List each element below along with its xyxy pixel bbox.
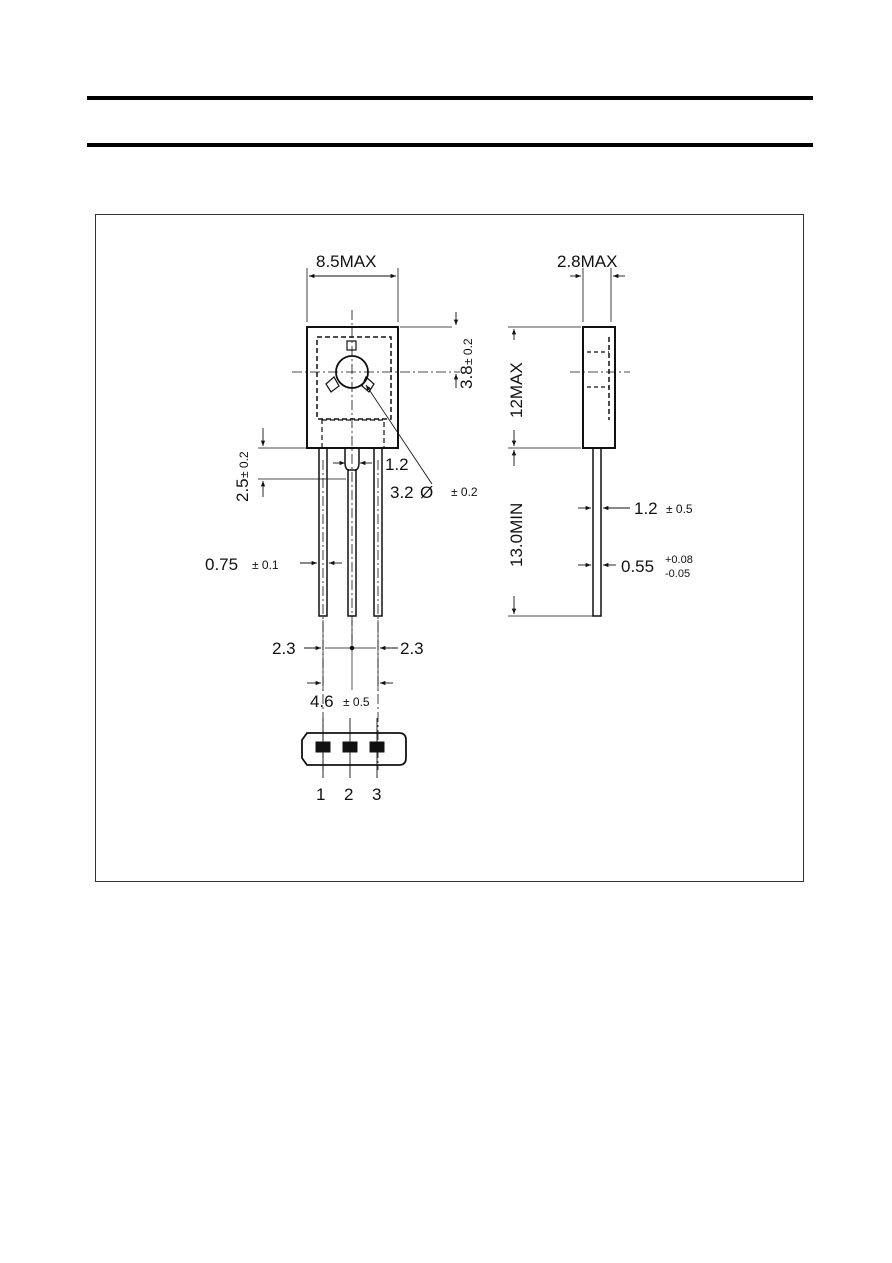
- dim-hole-dia-tol: ± 0.2: [451, 485, 478, 499]
- dim-side-lead-width-tol: ± 0.5: [666, 502, 693, 516]
- dim-hole-offset-tol: ± 0.2: [461, 338, 475, 365]
- lead-2-shoulder: [344, 448, 360, 471]
- front-dashed-lower: [321, 419, 385, 449]
- dim-lead-length-min: 13.0MIN: [507, 503, 526, 567]
- dim-pitch-right: 2.3: [400, 639, 424, 658]
- dim-hole-offset: 3.8: [457, 365, 476, 389]
- dim-lead-span-tol: ± 0.5: [343, 695, 370, 709]
- footprint-outline: [301, 732, 407, 766]
- dim-lead-thickness-tol-minus: -0.05: [665, 568, 690, 580]
- front-dashed-outline: [316, 336, 392, 420]
- dim-lead-thickness-tol-plus: +0.08: [665, 554, 693, 566]
- lead-2: [347, 469, 357, 617]
- dim-lead-shoulder-tol: ± 0.2: [237, 451, 251, 478]
- pin-label-3: 3: [372, 785, 381, 804]
- dim-lead-width: 0.75: [205, 555, 238, 574]
- lead-3: [373, 447, 383, 617]
- hole-tab-right: [361, 376, 375, 393]
- header-rule-top: [87, 96, 813, 100]
- drawing-frame: [95, 214, 804, 882]
- dim-side-lead-width: 1.2: [634, 499, 658, 518]
- side-lead: [592, 447, 602, 617]
- dim-thickness-max: 2.8MAX: [557, 252, 617, 271]
- dim-hole-dia-symbol: Ø: [420, 483, 433, 502]
- dim-lead-width-tol: ± 0.1: [252, 558, 279, 572]
- dim-body-height-max: 12MAX: [507, 362, 526, 418]
- pin-footprint: [301, 718, 407, 778]
- lead-1: [318, 447, 328, 617]
- dim-lead-width-top: 1.2: [385, 455, 409, 474]
- dim-hole-dia: 3.2: [390, 483, 414, 502]
- pin-label-1: 1: [316, 785, 325, 804]
- pin-label-2: 2: [344, 785, 353, 804]
- hole-tab-top: [346, 340, 357, 351]
- dim-width-max: 8.5MAX: [316, 252, 376, 271]
- dim-lead-thickness: 0.55: [621, 557, 654, 576]
- dim-pitch-left: 2.3: [272, 639, 296, 658]
- header-rule-bottom: [87, 143, 813, 147]
- hole-tab-left: [325, 376, 340, 393]
- dim-lead-shoulder: 2.5: [233, 478, 252, 502]
- side-view: [508, 268, 630, 617]
- dim-lead-span: 4.6: [310, 692, 334, 711]
